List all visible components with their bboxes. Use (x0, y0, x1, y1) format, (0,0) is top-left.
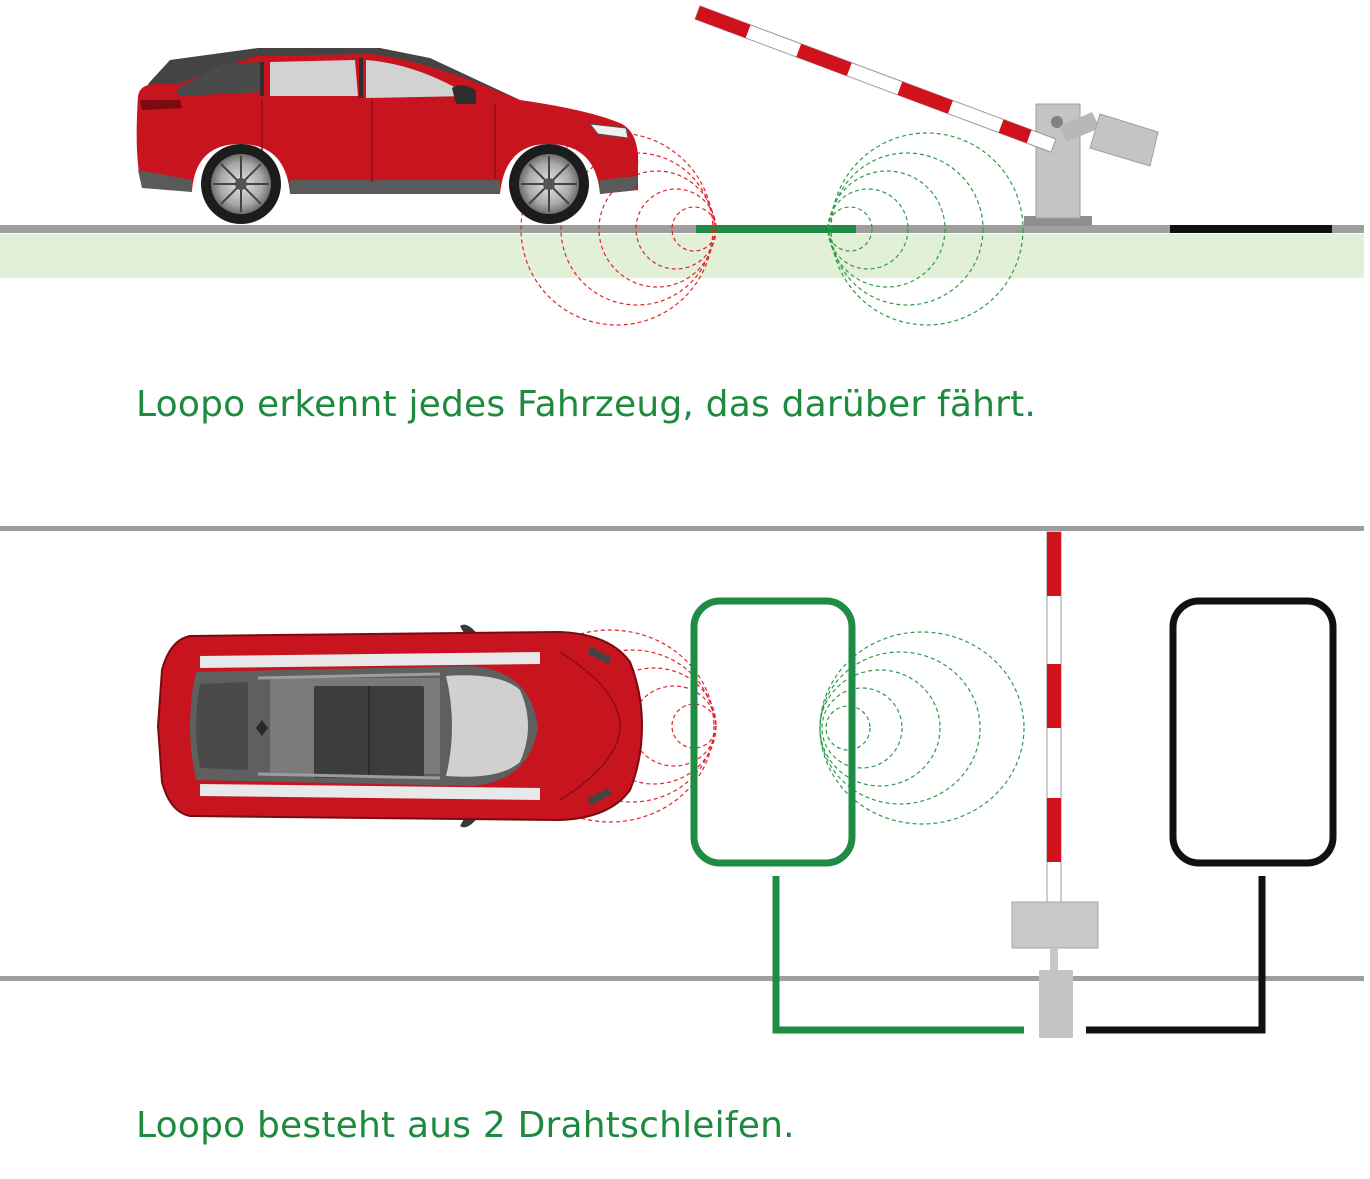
green-loop-side (696, 225, 856, 233)
black-loop-top (1086, 597, 1337, 1034)
road-edge-top (0, 526, 1364, 531)
barrier-gate-icon (694, 5, 1159, 226)
black-loop-cable (1086, 876, 1266, 1034)
road-edge-bottom (0, 976, 1364, 981)
green-field-top (819, 631, 1025, 825)
ground-strip (0, 234, 1364, 278)
road-surface-line (0, 225, 1364, 233)
green-loop-top (690, 597, 1024, 1034)
barrier-counterweight (1089, 113, 1159, 167)
green-field-side (827, 132, 1024, 326)
rear-wheel (201, 144, 281, 224)
front-wheel (509, 144, 589, 224)
caption-detection: Loopo erkennt jedes Fahrzeug, das darübe… (136, 384, 1037, 425)
barrier-post-top (1039, 970, 1073, 1038)
top-view-section (0, 526, 1364, 1038)
black-loop-side (1170, 225, 1332, 233)
barrier-foot (1024, 216, 1092, 226)
barrier-arm (694, 5, 1057, 153)
car-top-icon (156, 624, 644, 828)
caption-two-loops: Loopo besteht aus 2 Drahtschleifen. (136, 1105, 795, 1146)
barrier-counterweight-top (1011, 901, 1099, 949)
side-view-section (0, 5, 1364, 326)
green-loop-cable (772, 876, 1024, 1034)
barrier-gate-top-icon (1011, 531, 1099, 1038)
car-side-icon (136, 48, 639, 224)
